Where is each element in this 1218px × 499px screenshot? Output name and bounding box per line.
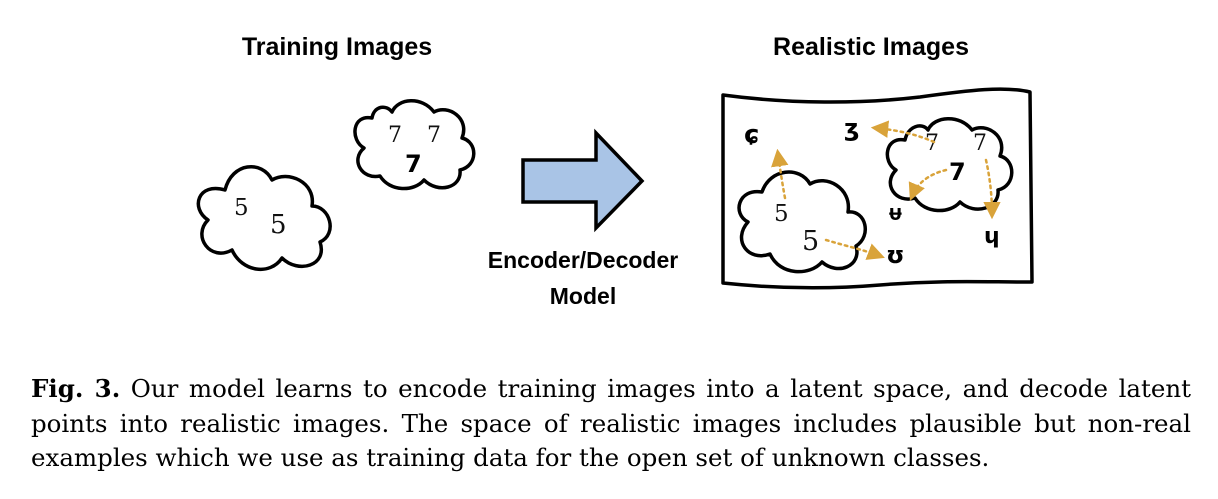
dotted-arrow — [771, 148, 789, 200]
training-images-title: Training Images — [242, 33, 432, 61]
encoder-decoder-arrow — [521, 128, 645, 233]
figure-caption: Fig. 3. Our model learns to encode train… — [31, 372, 1191, 476]
digit-seven: 7 — [427, 123, 441, 148]
training-cloud-fives: 5 5 — [196, 165, 332, 272]
digit-seven: 7 — [973, 131, 987, 156]
cloud-shape — [196, 165, 332, 272]
digit-seven: 7 — [925, 131, 939, 156]
digit-seven: 7 — [949, 158, 966, 186]
training-cloud-sevens: 7 7 7 — [353, 99, 476, 191]
dotted-arrow — [824, 238, 885, 260]
digit-five: 5 — [234, 195, 249, 221]
generated-sample: ʊ — [886, 241, 905, 269]
realistic-images-title: Realistic Images — [773, 33, 969, 61]
arrow-label-line2: Model — [550, 283, 616, 309]
caption-text: Our model learns to encode training imag… — [31, 374, 1191, 472]
realistic-images-panel: 5 5 7 7 7 ɕ ʒ ʊ ɥ ᵾ — [721, 87, 1034, 290]
cloud-shape — [737, 170, 867, 274]
generated-sample: ɥ — [984, 224, 1000, 249]
generated-sample: ʒ — [844, 114, 859, 142]
cloud-shape — [353, 99, 476, 191]
generated-sample: ɕ — [744, 120, 759, 150]
digit-seven: 7 — [388, 123, 402, 148]
dotted-arrow — [870, 120, 936, 144]
dotted-arrow — [983, 158, 1001, 220]
digit-five: 5 — [802, 226, 819, 257]
digit-five: 5 — [270, 210, 287, 240]
generated-sample: ᵾ — [889, 201, 902, 226]
dotted-arrow — [908, 168, 948, 201]
digit-five: 5 — [774, 201, 789, 227]
figure-diagram: Training Images Realistic Images 5 5 7 7… — [196, 33, 1034, 309]
caption-label: Fig. 3. — [31, 374, 121, 403]
digit-seven: 7 — [405, 150, 422, 178]
arrow-label-line1: Encoder/Decoder — [488, 247, 678, 273]
sampling-arrows — [771, 120, 1001, 260]
